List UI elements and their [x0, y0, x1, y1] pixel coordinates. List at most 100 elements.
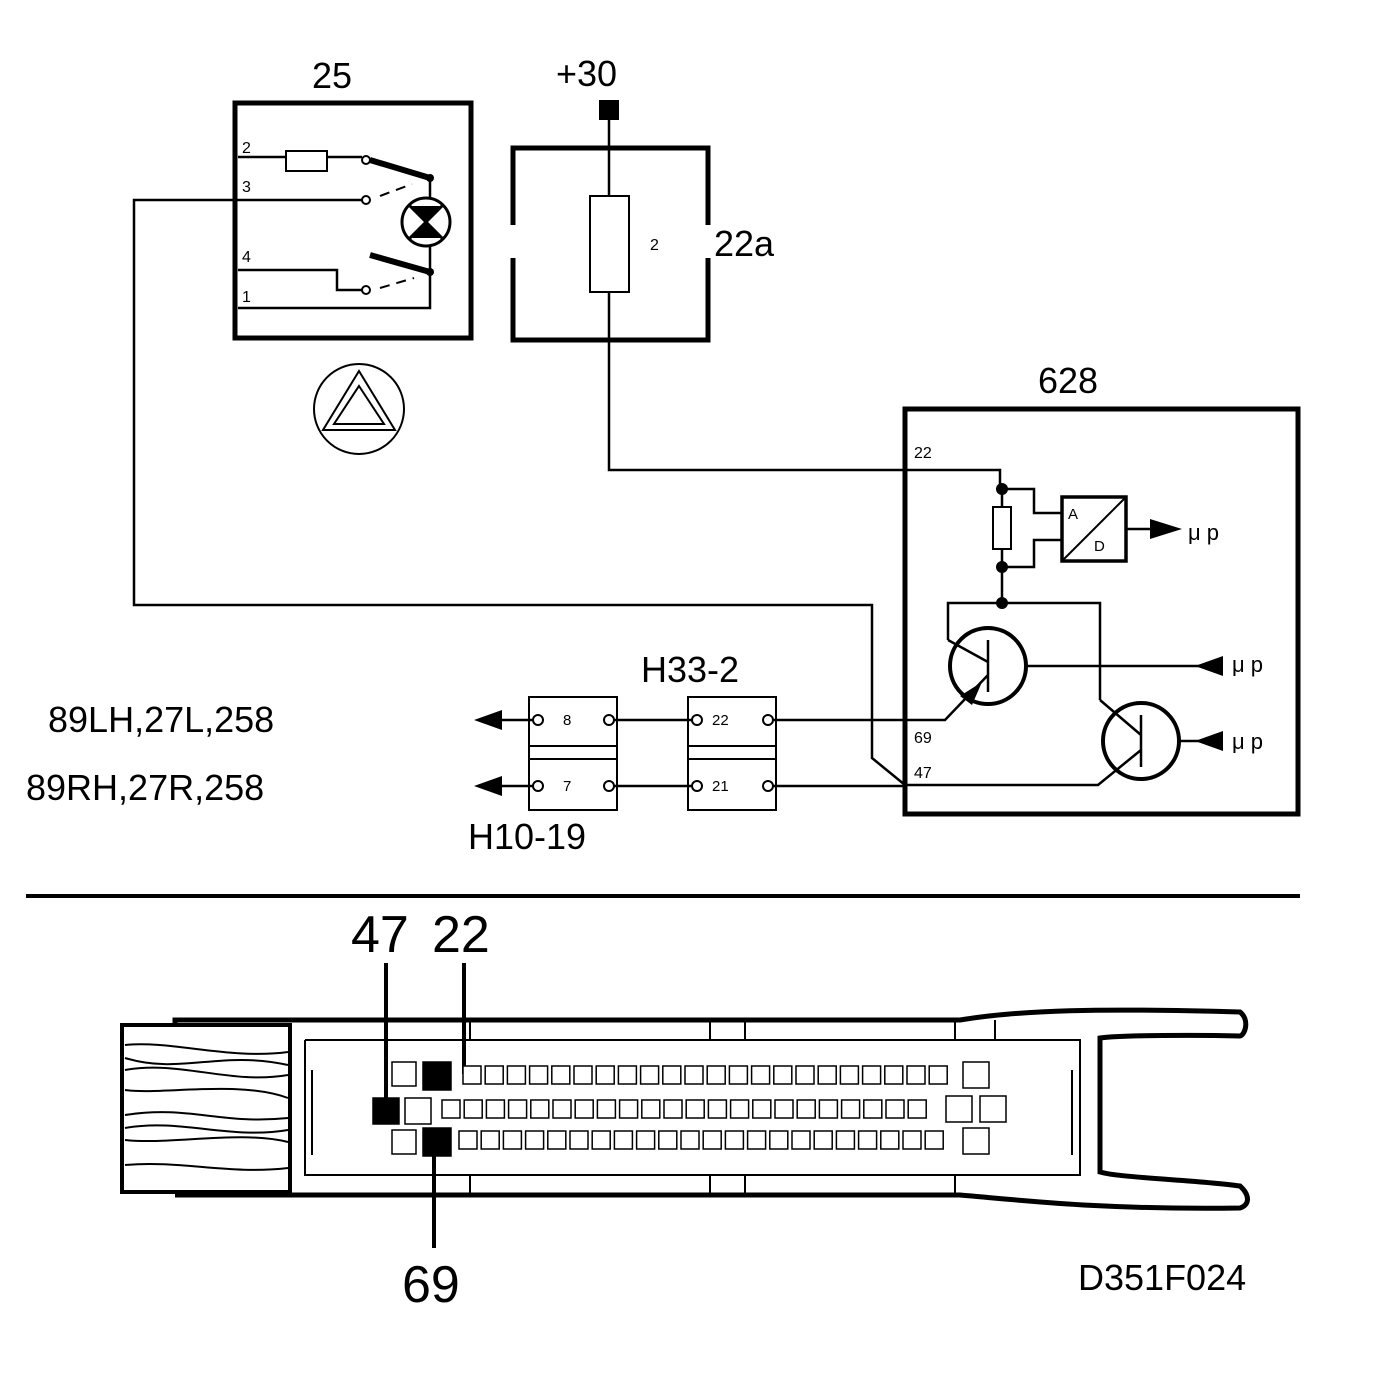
shunt-resistor-icon [992, 506, 1012, 550]
wire-switch-to-ecu [132, 198, 906, 786]
plug-pin [839, 1065, 860, 1085]
plug-pin [662, 1065, 682, 1085]
plug-pin [613, 1130, 634, 1150]
plug-pin [552, 1099, 572, 1119]
plug-pin [502, 1130, 523, 1150]
plug-pin [547, 1130, 567, 1150]
plug-pin [685, 1099, 705, 1119]
plug-pin [680, 1130, 700, 1150]
up-label-2: μ p [1232, 652, 1263, 677]
h33-pin-upper: 22 [712, 712, 729, 729]
arrow-left-icon [474, 710, 502, 796]
plug-pin [945, 1095, 973, 1123]
callout-22: 22 [432, 906, 490, 964]
resistor-icon [285, 150, 328, 172]
plug-pin [480, 1130, 500, 1150]
supply-terminal [599, 100, 619, 120]
h33-pin-lower: 21 [712, 778, 729, 795]
plug-pin-47 [372, 1097, 400, 1125]
switch-pin-4: 4 [242, 249, 251, 266]
plug-pin [962, 1061, 990, 1089]
plug-pin [880, 1130, 900, 1150]
plug-pin [774, 1099, 794, 1119]
plug-pin [596, 1099, 617, 1119]
plug-pin [702, 1130, 722, 1150]
ecu-pin-47: 47 [914, 765, 932, 782]
plug-pin [635, 1130, 656, 1150]
plug-pin [791, 1130, 811, 1150]
plug-pin [796, 1099, 816, 1119]
plug-pin [391, 1129, 417, 1155]
connector-h10-label: H10-19 [468, 816, 586, 857]
plug-pin [750, 1065, 771, 1085]
plug-pin [641, 1099, 661, 1119]
plug-pin [773, 1065, 793, 1085]
plug-pin [724, 1130, 745, 1150]
fuse-pin-label: 2 [650, 237, 659, 254]
plug-pin [840, 1099, 861, 1119]
plug-pin [906, 1065, 926, 1085]
plug-pin [574, 1099, 594, 1119]
plug-pin [595, 1065, 615, 1085]
up-label-3: μ p [1232, 729, 1263, 754]
cable-bundle-icon [120, 1023, 292, 1194]
plug-pin [857, 1130, 878, 1150]
ecu-pin-22: 22 [914, 445, 932, 462]
connector-h33-label: H33-2 [641, 649, 739, 690]
dest-left-label: 89LH,27L,258 [48, 699, 274, 740]
plug-pin [463, 1099, 483, 1119]
plug-pin [884, 1065, 904, 1085]
ecu-628: 628 22 69 47 A D μ p μ p μ p [902, 360, 1301, 817]
plug-pin [658, 1130, 678, 1150]
plug-pin [707, 1099, 728, 1119]
plug-pin [769, 1130, 789, 1150]
adc-d-label: D [1094, 538, 1105, 555]
adc-a-label: A [1068, 506, 1078, 523]
plug-pin [907, 1099, 927, 1119]
plug-pin [617, 1065, 638, 1085]
plug-pin [902, 1130, 922, 1150]
plug-pin [885, 1099, 905, 1119]
plug-pin [591, 1130, 611, 1150]
plug-pin [485, 1099, 506, 1119]
plug-pin [861, 1065, 882, 1085]
switch-pin-2: 2 [242, 140, 251, 157]
fuse-icon [589, 195, 630, 293]
ecu-plug-view: 47 22 69 [120, 906, 1250, 1314]
plug-pin-22 [422, 1061, 452, 1091]
fuse-box: +30 2 22a [510, 53, 1002, 487]
ecu-id-label: 628 [1038, 360, 1098, 401]
hazard-switch: 25 2 3 4 1 [232, 55, 474, 455]
supply-label: +30 [556, 53, 617, 94]
callout-47: 47 [351, 906, 409, 964]
ecu-pin-69: 69 [914, 730, 932, 747]
plug-pin [441, 1099, 461, 1119]
callout-69: 69 [402, 1256, 460, 1314]
plug-pin [551, 1065, 571, 1085]
plug-pin [729, 1099, 750, 1119]
plug-pin [507, 1099, 528, 1119]
pin-grid [372, 1061, 1007, 1157]
plug-pin [462, 1065, 482, 1085]
plug-pin [863, 1099, 883, 1119]
hazard-triangle-icon [313, 363, 405, 455]
fuse-id-label: 22a [714, 223, 775, 264]
plug-pin [528, 1065, 549, 1085]
plug-pin [752, 1099, 772, 1119]
plug-pin [706, 1065, 726, 1085]
plug-pin [795, 1065, 815, 1085]
plug-pin [404, 1097, 432, 1125]
plug-pin [746, 1130, 767, 1150]
plug-pin [524, 1130, 545, 1150]
plug-pin [979, 1095, 1007, 1123]
plug-pin [484, 1065, 504, 1085]
drawing-code: D351F024 [1078, 1257, 1246, 1298]
plug-pin [391, 1061, 417, 1087]
plug-pin [835, 1130, 856, 1150]
plug-pin [458, 1130, 478, 1150]
connector-h33-2: 22 21 H33-2 [641, 649, 777, 811]
plug-pin [817, 1065, 837, 1085]
switch-pin-3: 3 [242, 179, 251, 196]
plug-pin [928, 1065, 948, 1085]
